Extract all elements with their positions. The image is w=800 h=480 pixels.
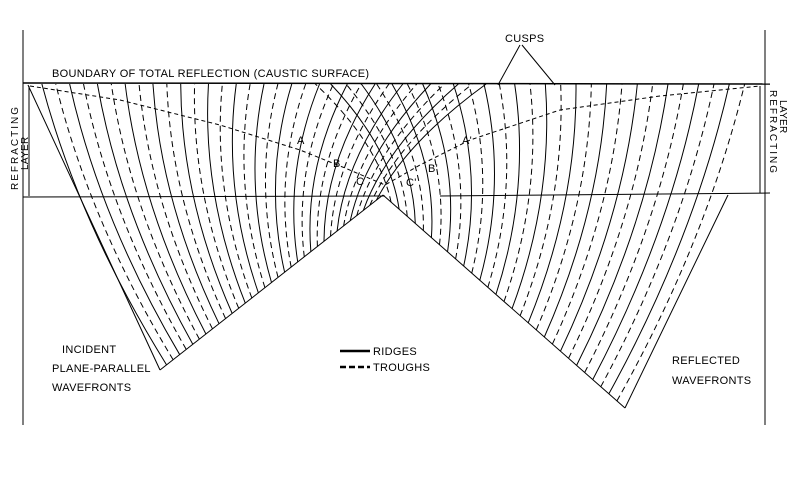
reflected-wavefront [406,83,442,245]
incident-wavefront [231,83,259,293]
reflected-wavefront [543,83,608,338]
incident-wavefront [193,83,240,309]
layer-bottom-line-left [22,195,386,198]
incident-wavefront [356,83,445,216]
incident-wavefront [41,83,167,366]
reflected-wavefront [527,83,577,323]
point-a-label: A [297,135,305,147]
reflected-wavefront [584,83,684,373]
incident-wavefront [316,83,362,247]
incident-label-line1: INCIDENT [62,344,116,356]
incident-wavefront [138,83,213,330]
reflected-wavefront [503,83,534,302]
incident-wavefront [309,83,348,252]
reflected-wavefront [608,83,730,395]
incident-wavefront [274,83,293,273]
reflected-wavefront [487,83,508,288]
refracting-label-left: REFRACTING [10,105,21,190]
incident-wavefront [152,83,220,324]
reflected-wavefront [330,83,400,210]
reflected-wavefront [468,83,484,274]
incident-wavefront [83,83,187,350]
reflected-wavefront [568,83,654,359]
reflected-envelope-right [624,194,729,409]
reflected-wavefront [391,83,433,238]
reflected-wavefront [616,83,746,402]
reflected-wavefront [422,83,452,252]
reflected-wavefront [592,83,700,380]
reflected-wavefront [519,83,562,316]
incident-wavefront [96,83,194,345]
reflected-wavefront [495,83,521,295]
incident-wavefront [343,83,418,226]
incident-wavefront [265,83,279,278]
refracting-label-right: REFRACTING [767,90,778,175]
boundary-label: BOUNDARY OF TOTAL REFLECTION (CAUSTIC SU… [52,68,369,80]
cusp-arrow-right [521,44,556,86]
incident-wavefront [166,83,227,319]
incident-label-line3: WAVEFRONTS [52,382,131,394]
reflected-wavefront [560,83,638,352]
incident-wavefront [180,83,233,314]
reflected-wavefront [600,83,715,387]
reflected-wavefront [360,83,416,224]
incident-wavefront [124,83,207,335]
reflected-wavefront [576,83,669,366]
reflected-label-line2: WAVEFRONTS [672,375,751,387]
reflected-wavefront [376,83,424,231]
incident-wavefront [207,83,246,304]
incident-wavefront [254,83,272,283]
incident-wavefront [69,83,181,355]
point-c-prime-label: C' [406,177,417,189]
legend-troughs-label: TROUGHS [373,362,430,374]
incident-wavefront [349,83,431,221]
reflected-wavefront [535,83,592,331]
point-c-label: C [356,176,364,188]
incident-wavefront [55,83,174,360]
incident-wavefront [323,83,376,242]
point-b-label: B [333,158,341,170]
legend-ridges-label: RIDGES [373,346,417,358]
incident-envelope-left [27,84,161,371]
reflected-wavefront [479,83,495,281]
incident-wavefront [284,83,307,268]
reflected-wavefront [511,83,548,309]
reflected-wavefront [452,83,472,267]
reflected-wavefront [437,83,462,259]
incident-label-line2: PLANE-PARALLEL [52,363,151,375]
incident-wavefront [243,83,266,288]
incident-wavefront [293,83,320,262]
incident-wavefront [301,83,334,257]
point-a-prime-label: A' [462,135,472,147]
caustic-boundary-line [22,82,771,85]
layer-bottom-line-right [439,192,771,197]
layer-label-right: LAYER [777,100,788,134]
reflected-wavefront [345,83,408,217]
reflected-wavefront [314,83,392,203]
incident-wavefront [330,83,390,237]
incident-wavefront [219,83,253,299]
point-b-prime-label: B' [428,163,438,175]
reflected-label-line1: REFLECTED [672,355,740,367]
cusps-label: CUSPS [505,33,544,45]
incident-wavefront [336,83,404,232]
layer-label-left: LAYER [20,136,31,170]
incident-wavefront [369,83,473,206]
cusp-arrow-left [497,44,521,86]
